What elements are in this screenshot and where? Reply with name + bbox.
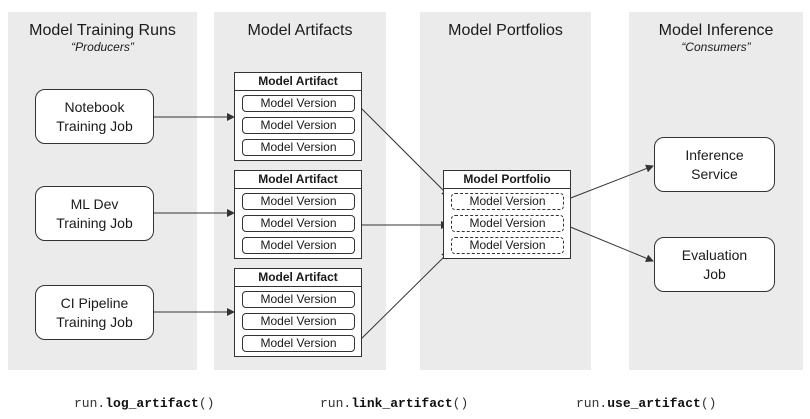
ml-dev-training-job-node: ML Dev Training Job	[35, 186, 154, 241]
linked-model-version: Model Version	[451, 193, 564, 210]
node-label: Training Job	[56, 313, 133, 330]
evaluation-job-node: Evaluation Job	[654, 237, 775, 292]
column-title: Model Training Runs	[29, 22, 176, 39]
model-version: Model Version	[242, 193, 355, 210]
column-title: Model Artifacts	[247, 22, 353, 39]
use-artifact-code: run.use_artifact()	[576, 396, 717, 411]
log-artifact-code: run.log_artifact()	[74, 396, 215, 411]
node-label: Inference	[685, 146, 744, 163]
node-label: CI Pipeline	[60, 294, 129, 311]
model-version: Model Version	[242, 139, 355, 156]
arrow-artifact1-to-portfolio	[355, 102, 450, 197]
model-artifact-2: Model Artifact Model Version Model Versi…	[234, 170, 362, 259]
column-subtitle: “Consumers”	[681, 40, 751, 54]
column-model-inference: Model Inference “Consumers”	[629, 12, 803, 370]
node-label: ML Dev	[70, 195, 119, 212]
arrow-portfolio-to-inference	[562, 164, 654, 202]
arrow-portfolio-to-evaluation	[562, 223, 654, 263]
node-label: Evaluation	[681, 246, 748, 263]
model-version: Model Version	[242, 237, 355, 254]
link-artifact-code: run.link_artifact()	[320, 396, 469, 411]
model-portfolio: Model Portfolio Model Version Model Vers…	[443, 170, 571, 259]
portfolio-title: Model Portfolio	[444, 171, 570, 189]
inference-service-node: Inference Service	[654, 137, 775, 192]
artifact-title: Model Artifact	[235, 171, 361, 189]
model-artifact-3: Model Artifact Model Version Model Versi…	[234, 268, 362, 357]
model-version: Model Version	[242, 291, 355, 308]
linked-model-version: Model Version	[451, 215, 564, 232]
ci-pipeline-training-job-node: CI Pipeline Training Job	[35, 285, 154, 340]
artifact-title: Model Artifact	[235, 269, 361, 287]
node-label: Service	[691, 165, 738, 182]
model-version: Model Version	[242, 335, 355, 352]
notebook-training-job-node: Notebook Training Job	[35, 89, 154, 144]
column-subtitle: “Producers”	[71, 40, 134, 54]
model-version: Model Version	[242, 313, 355, 330]
node-label: Notebook	[64, 98, 125, 115]
column-title: Model Inference	[658, 22, 774, 39]
model-version: Model Version	[242, 95, 355, 112]
column-title: Model Portfolios	[448, 22, 563, 39]
model-version: Model Version	[242, 215, 355, 232]
model-version: Model Version	[242, 117, 355, 134]
arrow-artifact3-to-portfolio	[355, 251, 450, 345]
node-label: Training Job	[56, 117, 133, 134]
linked-model-version: Model Version	[451, 237, 564, 254]
node-label: Job	[703, 265, 726, 282]
node-label: Training Job	[56, 214, 133, 231]
artifact-title: Model Artifact	[235, 73, 361, 91]
model-artifact-1: Model Artifact Model Version Model Versi…	[234, 72, 362, 161]
